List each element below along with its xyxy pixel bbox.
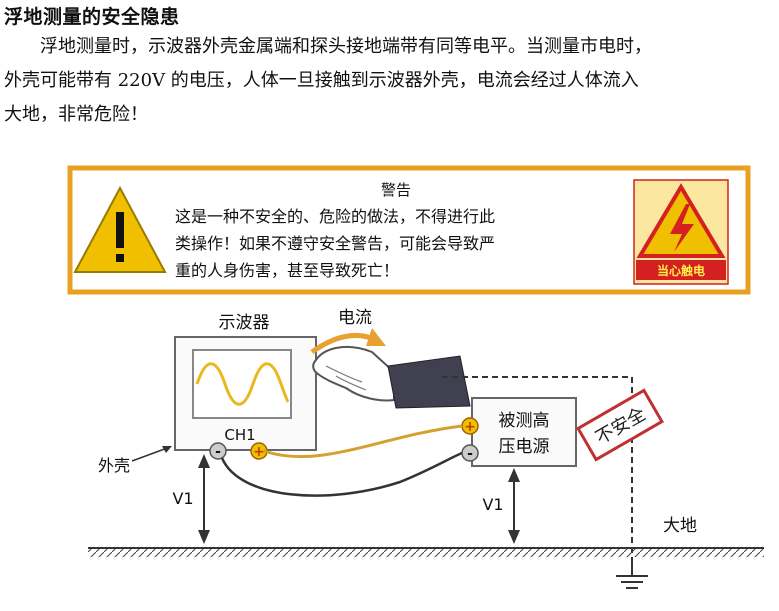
waveform <box>195 362 290 406</box>
body-current-path <box>442 376 633 555</box>
heading: 浮地测量的安全隐患 <box>4 6 180 28</box>
warning-box: 警告 这是一种不安全的、危险的做法，不得进行此 类操作！如果不遵守安全警告，可能… <box>67 165 751 295</box>
current-label: 电流 <box>338 308 372 328</box>
source-minus-terminal: - <box>461 444 479 462</box>
paragraph-line-1: 浮地测量时，示波器外壳金属端和探头接地端带有同等电平。当测量市电时， <box>40 36 652 57</box>
svg-text:+: + <box>253 444 265 460</box>
paragraph-line-2: 外壳可能带有 220V 的电压，人体一旦接触到示波器外壳，电流会经过人体流入 <box>4 70 639 91</box>
probe-ground-wire <box>220 451 463 497</box>
source-label-line-2: 压电源 <box>499 437 550 457</box>
warning-line-2: 类操作！如果不遵守安全警告，可能会导致严 <box>175 234 495 253</box>
warning-triangle-icon <box>73 185 167 273</box>
v1-right-arrow: V1 <box>482 468 520 544</box>
sign-text: 当心触电 <box>657 263 705 278</box>
oscilloscope-label: 示波器 <box>219 313 270 333</box>
svg-text:+: + <box>464 419 476 435</box>
earth-ground-line <box>88 547 764 557</box>
casing-label: 外壳 <box>98 456 130 475</box>
hand-icon <box>312 345 471 409</box>
unsafe-stamp: 不安全 <box>576 388 664 462</box>
source-plus-terminal: + <box>461 417 479 435</box>
source-label-line-1: 被测高 <box>499 411 550 431</box>
v1-right-label: V1 <box>482 495 503 514</box>
electric-shock-sign-icon: 当心触电 <box>633 179 729 285</box>
ground-symbol-icon <box>616 557 648 589</box>
warning-line-3: 重的人身伤害，甚至导致死亡！ <box>175 261 399 280</box>
casing-pointer <box>131 446 171 462</box>
svg-text:-: - <box>467 446 473 462</box>
v1-left-arrow: V1 <box>172 454 210 544</box>
probe-signal-wire <box>263 424 463 459</box>
svg-text:-: - <box>215 444 221 460</box>
warning-title: 警告 <box>381 181 411 199</box>
warning-line-1: 这是一种不安全的、危险的做法，不得进行此 <box>175 207 495 226</box>
oscilloscope: 示波器 CH1 - + <box>174 313 317 460</box>
ground-label: 大地 <box>663 516 697 536</box>
channel-label: CH1 <box>224 426 255 444</box>
v1-left-label: V1 <box>172 489 193 508</box>
paragraph-line-3: 大地，非常危险！ <box>4 104 148 125</box>
probe-ground-terminal: - <box>209 442 227 460</box>
paragraph: 浮地测量时，示波器外壳金属端和探头接地端带有同等电平。当测量市电时， 外壳可能带… <box>4 30 774 132</box>
high-voltage-source: 被测高 压电源 + - <box>461 397 577 467</box>
